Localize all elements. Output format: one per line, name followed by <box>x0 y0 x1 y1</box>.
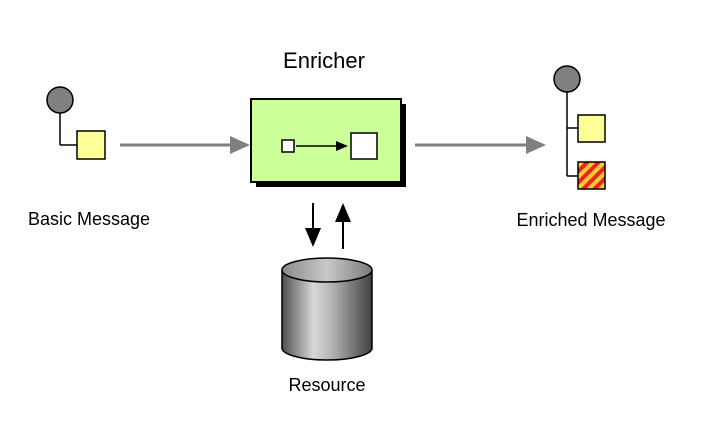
message-part-icon <box>577 114 606 143</box>
circle-node-icon <box>46 86 74 114</box>
enricher-title: Enricher <box>283 48 365 73</box>
large-square-icon <box>350 132 378 160</box>
reply-arrow-icon <box>335 203 351 249</box>
output-arrow <box>415 136 546 154</box>
basic-message-icon <box>46 86 106 160</box>
message-part-icon <box>76 130 106 160</box>
small-square-icon <box>281 139 295 153</box>
request-arrow-icon <box>305 203 321 247</box>
enriched-message-icon <box>553 65 606 190</box>
input-arrow <box>120 136 250 154</box>
enriched-message-label: Enriched Message <box>516 210 665 230</box>
resource-label: Resource <box>288 375 365 395</box>
striped-square-icon <box>577 161 606 190</box>
circle-node-icon <box>553 65 581 93</box>
basic-message-label: Basic Message <box>28 209 150 229</box>
enricher-box <box>250 98 406 187</box>
transform-arrow-icon <box>336 141 348 151</box>
database-cylinder-icon <box>281 257 373 361</box>
